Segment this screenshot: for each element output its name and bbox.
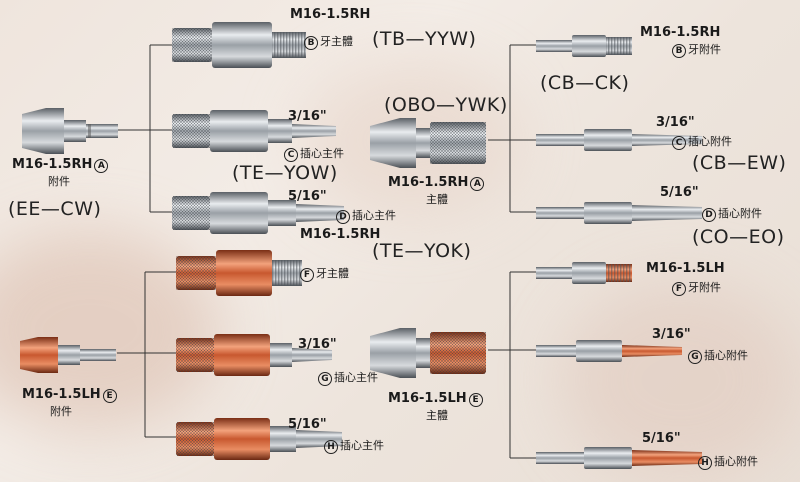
plug-g-part [536,340,682,362]
mark-b-right: B [672,44,686,58]
mark-d-right: D [702,208,716,222]
coupler-d-model: M16-1.5RH [300,227,381,242]
plug-f-part [536,262,632,284]
main-body-rh-part [370,118,486,168]
plug-b-model: M16-1.5RH [640,25,721,40]
mark-c-right: C [672,136,686,150]
mark-f: F [300,268,314,282]
plug-d-part [536,202,702,224]
mark-b: B [304,36,318,50]
coupler-f-part [176,250,302,296]
mark-f-right: F [672,282,686,296]
coupler-g-part [176,334,332,376]
fitting-e-lh-part [20,337,116,373]
main-rh-cn: 主體 [426,193,448,206]
mark-h-right: H [698,456,712,470]
coupler-d-code: (TE—YOK) [372,240,472,262]
coupler-b-part [172,22,306,68]
plug-d-size: 5/16" [660,185,699,200]
coupler-h-size: 5/16" [288,417,327,432]
plug-b-code: (CB—CK) [540,72,630,94]
main-rh-code: (OBO—YWK) [384,94,508,116]
coupler-c-size: 3/16" [288,109,327,124]
mark-g-right: G [688,350,702,364]
plug-h-part [536,447,702,469]
plug-c-size: 3/16" [656,115,695,130]
mark-c: C [284,148,298,162]
coupler-b-code: (TB—YYW) [372,28,477,50]
coupler-b-model: M16-1.5RH [290,7,371,22]
coupler-c-part [172,110,336,152]
mark-h: H [324,440,338,454]
main-lh-cn: 主體 [426,409,448,422]
main-body-lh-part [370,328,486,378]
fitting-e-lh-cn: 附件 [50,405,72,418]
coupler-g-size: 3/16" [298,337,337,352]
plug-c-code: (CB—EW) [692,152,787,174]
coupler-c-code: (TE—YOW) [232,162,338,184]
coupler-d-size: 5/16" [288,189,327,204]
mark-a: A [94,159,109,173]
mark-d: D [336,210,350,224]
plug-b-part [536,35,632,57]
fitting-a-rh-part [22,108,118,154]
fitting-a-rh-code: (EE—CW) [8,198,102,220]
fitting-a-rh-cn: 附件 [48,175,70,188]
mark-e: E [102,389,117,403]
plug-d-code: (CO—EO) [692,226,785,248]
mark-e-main: E [468,393,483,407]
mark-a-main: A [470,177,485,191]
coupler-h-part [176,418,342,460]
plug-g-size: 3/16" [652,327,691,342]
coupler-d-part [172,192,344,234]
mark-g: G [318,372,332,386]
plug-f-model: M16-1.5LH [646,261,725,276]
plug-h-size: 5/16" [642,431,681,446]
